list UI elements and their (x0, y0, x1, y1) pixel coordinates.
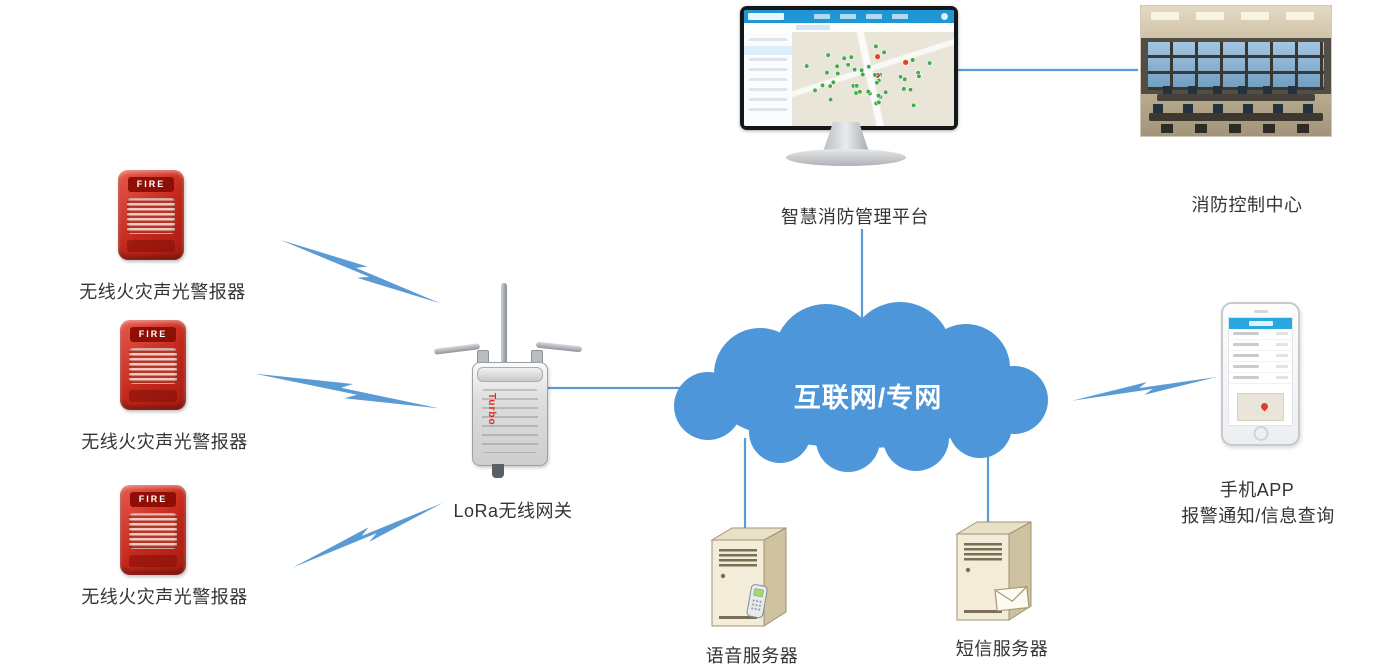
cc-desk-monitors-row1 (1163, 86, 1309, 94)
phone-label-line2: 报警通知/信息查询 (1181, 506, 1335, 526)
gateway-antenna-left-icon (433, 343, 481, 355)
handset-icon (746, 584, 768, 619)
phone-app-header (1229, 318, 1292, 329)
monitor-screen-map (792, 32, 954, 126)
platform-monitor (740, 6, 960, 176)
fire-alarm-device-3: FIRE (120, 485, 186, 575)
alarm-speaker-grille (129, 348, 177, 384)
phone-label-line1: 手机APP (1219, 480, 1295, 500)
phone-screen (1228, 317, 1293, 426)
gateway-cable-stub (492, 464, 504, 478)
fire-alarm-label-2: 无线火灾声光警报器 (81, 432, 248, 452)
alarm-base-band (129, 390, 177, 402)
phone-home-button (1253, 426, 1268, 441)
voice-server-label: 语音服务器 (705, 646, 799, 666)
gateway-ribbed-panel (482, 389, 538, 453)
alarm-speaker-grille (127, 198, 175, 234)
fire-alarm-label-1: 无线火灾声光警报器 (79, 282, 246, 302)
control-center-label: 消防控制中心 (1191, 195, 1303, 215)
map-alarm-dots (804, 43, 933, 108)
phone-mini-map (1237, 393, 1284, 421)
internet-cloud (674, 302, 1048, 472)
mobile-phone (1221, 302, 1300, 446)
fire-label-plate: FIRE (128, 177, 174, 192)
cloud-label: 互联网/专网 (793, 383, 943, 413)
alarm-speaker-grille (129, 513, 177, 549)
fire-alarm-device-1: FIRE (118, 170, 184, 260)
screen-menu-chips (814, 14, 914, 19)
cc-desk-monitors-row2 (1153, 104, 1319, 113)
cc-video-wall (1148, 42, 1324, 90)
monitor-screen (744, 10, 954, 126)
phone-list-item (1229, 373, 1292, 384)
lora-gateway-device: Turbo (430, 280, 630, 490)
envelope-icon (994, 585, 1030, 612)
sms-server-label: 短信服务器 (955, 639, 1049, 659)
phone-speaker (1253, 310, 1268, 313)
screen-avatar-dot (941, 13, 948, 20)
fire-label-plate: FIRE (130, 327, 176, 342)
fire-alarm-label-3: 无线火灾声光警报器 (81, 587, 248, 607)
monitor-bezel (740, 6, 958, 130)
phone-list-item (1229, 340, 1292, 351)
cc-ceiling-lights (1151, 12, 1321, 20)
monitor-screen-header (744, 10, 954, 23)
gateway-antenna-icon (501, 283, 507, 367)
fire-label-plate: FIRE (130, 492, 176, 507)
cc-chairs-row (1161, 124, 1311, 133)
lightning-alarm2-to-gateway-icon (254, 373, 440, 409)
cc-desk-row1 (1157, 94, 1315, 101)
platform-label: 智慧消防管理平台 (781, 207, 929, 227)
screen-logo-chip (748, 13, 784, 20)
sms-server-device (955, 521, 1032, 621)
gateway-brand-text: Turbo (486, 393, 497, 426)
voice-server-device (710, 527, 787, 627)
alarm-base-band (127, 240, 175, 252)
monitor-base (786, 149, 906, 166)
gateway-label: LoRa无线网关 (453, 501, 573, 521)
fire-alarm-device-2: FIRE (120, 320, 186, 410)
phone-list-item (1229, 362, 1292, 373)
lightning-alarm3-to-gateway-icon (292, 502, 443, 568)
alarm-base-band (129, 555, 177, 567)
gateway-top-cap (477, 367, 543, 382)
cc-desk-row2 (1149, 113, 1323, 121)
phone-list-item (1229, 329, 1292, 340)
lightning-cloud-to-phone-icon (1072, 377, 1217, 401)
control-center-photo (1140, 5, 1332, 137)
monitor-screen-sidebar (744, 32, 793, 126)
cc-ceiling (1141, 6, 1331, 38)
phone-list-item (1229, 351, 1292, 362)
lightning-alarm1-to-gateway-icon (280, 240, 441, 304)
gateway-body: Turbo (472, 362, 548, 466)
